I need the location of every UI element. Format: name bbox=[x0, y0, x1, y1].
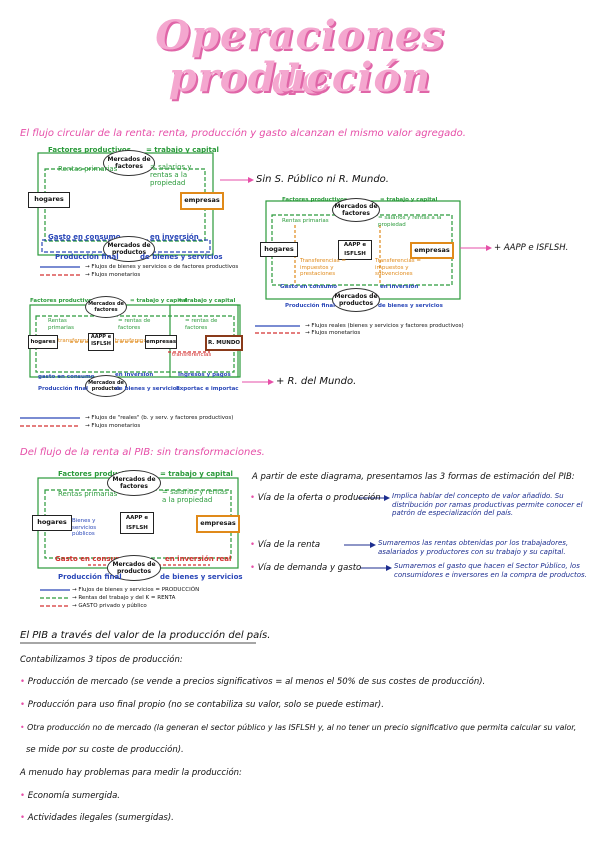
d4-hogares-box: hogares bbox=[32, 515, 72, 531]
d1-gasto-consumo: Gasto en consumo bbox=[48, 233, 121, 241]
d1-salarios: = salarios y rentas a la propiedad bbox=[150, 163, 192, 187]
estimation-item-2-desc: Sumaremos las rentas obtenidas por los t… bbox=[378, 539, 569, 556]
note-aapp-isflsh: + AAPP e ISFLSH. bbox=[494, 243, 569, 253]
d3-factores-label: Factores productivos bbox=[30, 298, 96, 304]
d3-en-inversion: en inversión bbox=[115, 372, 154, 378]
section3-line-6: A menudo hay problemas para medir la pro… bbox=[20, 768, 242, 778]
d1-trabajo-capital: = trabajo y capital bbox=[146, 146, 219, 154]
section3-line-2: • Producción de mercado (se vende a prec… bbox=[20, 677, 486, 687]
d4-gasto-consumo: Gasto en consumo y bbox=[55, 555, 135, 563]
d1-mercados-productos: Mercados de productos bbox=[103, 236, 155, 262]
section3-line-4: • Otra producción no de mercado (la gene… bbox=[20, 723, 577, 732]
d4-inversion-real: en inversión real bbox=[165, 555, 232, 563]
note-sin-sector-publico: Sin S. Público ni R. Mundo. bbox=[256, 174, 389, 185]
d3-transferencias: transferencias bbox=[58, 338, 98, 344]
d1-bienes-servicios: de bienes y servicios bbox=[140, 253, 223, 261]
d3-hogares-box: hogares bbox=[28, 335, 58, 349]
d2-legend2: → Flujos monetarios bbox=[305, 330, 361, 336]
d4-produccion-final: Producción final bbox=[58, 573, 122, 581]
estimation-item-2-label: • Vía de la renta bbox=[250, 540, 321, 550]
d1-mercados-factores: Mercados de factores bbox=[103, 150, 155, 176]
d3-trabajo-capital-2: = trabajo y capital bbox=[178, 298, 236, 304]
section3-line-5: se mide por su coste de producción). bbox=[26, 745, 184, 755]
d4-empresas-box: empresas bbox=[196, 515, 240, 533]
d2-factores-label: Factores productivos bbox=[282, 197, 348, 203]
section3-line-3: • Producción para uso final propio (no s… bbox=[20, 700, 384, 710]
section2-heading: Del flujo de la renta al PIB: sin transf… bbox=[20, 447, 265, 458]
section3-heading: El PIB a través del valor de la producci… bbox=[20, 630, 271, 641]
d2-rentas-primarias: Rentas primarias bbox=[282, 218, 329, 224]
d3-bienes-servicios: de bienes y servicios bbox=[115, 386, 180, 392]
page-title-line1: Operaciones de bbox=[155, 12, 445, 103]
page-title-line2: producción bbox=[168, 54, 432, 101]
d4-factores-label: Factores productivos bbox=[58, 470, 141, 478]
d1-factores-label: Factores productivos bbox=[48, 146, 131, 154]
section3-line-8: • Actividades ilegales (sumergidas). bbox=[20, 813, 174, 823]
d3-legend2: → Flujos monetarios bbox=[85, 423, 141, 429]
d3-trabajo-capital: = trabajo y capital bbox=[130, 298, 188, 304]
d4-bienes-servicios: de bienes y servicios bbox=[160, 573, 243, 581]
d4-bienes-publicos: Bienes y servicios públicos bbox=[72, 518, 97, 537]
d3-aapp-box: AAPP e ISFLSH bbox=[88, 333, 114, 351]
estimation-item-1-label: • Vía de la oferta o producción bbox=[250, 493, 381, 503]
d4-salarios: = salarios y rentas a la propiedad bbox=[162, 488, 228, 504]
d4-legend1: → Flujos de bienes y servicios = PRODUCC… bbox=[72, 587, 200, 593]
d3-rentas-factores: = rentas de factores bbox=[118, 318, 151, 331]
d3-transferencias-3: transferencias bbox=[172, 352, 212, 358]
d2-mercados-productos: Mercados de productos bbox=[332, 288, 380, 312]
d4-aapp-box: AAPP e ISFLSH bbox=[120, 512, 154, 534]
d1-en-inversion: en inversión bbox=[150, 233, 199, 241]
d1-legend2: → Flujos monetarios bbox=[85, 272, 141, 278]
d2-salarios: = salarios y rentas a la propiedad bbox=[378, 215, 442, 228]
d3-legend1: → Flujos de "reales" (b. y serv. y facto… bbox=[85, 415, 234, 421]
d3-mercados-factores: Mercados de factores bbox=[85, 296, 127, 318]
section3-line-1: Contabilizamos 3 tipos de producción: bbox=[20, 655, 183, 665]
d2-en-inversion: en inversión bbox=[380, 284, 419, 290]
d2-transferencias1: Transferencias = impuestos y prestacione… bbox=[300, 258, 347, 277]
d2-empresas-box: empresas bbox=[410, 242, 454, 259]
d4-trabajo-capital: = trabajo y capital bbox=[160, 470, 233, 478]
d3-rentas-primarias: Rentas primarias bbox=[48, 318, 75, 331]
d4-legend3: → GASTO privado y público bbox=[72, 603, 147, 609]
d1-empresas-box: empresas bbox=[180, 192, 224, 210]
d2-aapp-box: AAPP e ISFLSH bbox=[338, 240, 372, 260]
d2-transferencias2: Transferencias = impuestos y subvencione… bbox=[375, 258, 422, 277]
d2-bienes-servicios: de bienes y servicios bbox=[378, 303, 443, 309]
d1-rentas-primarias: Rentas primarias bbox=[58, 165, 118, 173]
d2-trabajo-capital: = trabajo y capital bbox=[380, 197, 438, 203]
d3-export: Exportac e importac bbox=[176, 386, 239, 392]
estimation-item-3-label: • Vía de demanda y gasto bbox=[250, 563, 362, 573]
d3-produccion-final: Producción final bbox=[38, 386, 88, 392]
d3-rmundo-box: R. MUNDO bbox=[205, 335, 243, 351]
d2-mercados-factores: Mercados de factores bbox=[332, 198, 380, 222]
d3-mercados-productos: Mercados de productos bbox=[85, 375, 127, 397]
d1-produccion-final: Producción final bbox=[55, 253, 119, 261]
d1-legend1: → Flujos de bienes y servicios o de fact… bbox=[85, 264, 239, 270]
d2-gasto-consumo: Gasto en consumo bbox=[280, 284, 338, 290]
d3-empresas-box: empresas bbox=[145, 335, 177, 349]
d4-rentas-primarias: Rentas primarias bbox=[58, 490, 118, 498]
d4-mercados-factores: Mercados de factores bbox=[107, 470, 161, 496]
d4-mercados-productos: Mercados de productos bbox=[107, 555, 161, 581]
d3-rentas-factores-2: = rentas de factores bbox=[185, 318, 218, 331]
section3-line-7: • Economía sumergida. bbox=[20, 791, 120, 801]
d2-produccion-final: Producción final bbox=[285, 303, 335, 309]
estimation-item-1-desc: Implica hablar del concepto de valor aña… bbox=[392, 492, 583, 517]
d1-hogares-box: hogares bbox=[28, 192, 70, 208]
d2-hogares-box: hogares bbox=[260, 242, 298, 257]
section1-heading: El flujo circular de la renta: renta, pr… bbox=[20, 128, 466, 139]
section2-intro: A partir de este diagrama, presentamos l… bbox=[252, 472, 575, 482]
d4-legend2: → Rentas del trabajo y del K = RENTA bbox=[72, 595, 176, 601]
d3-gasto-consumo: gasto en consumo bbox=[38, 374, 95, 380]
d3-transferencias-2: transferencias bbox=[115, 338, 155, 344]
estimation-item-3-desc: Sumaremos el gasto que hacen el Sector P… bbox=[394, 562, 587, 579]
d3-ingresos-pagos: Ingresos y pagos bbox=[178, 372, 231, 378]
note-resto-mundo: + R. del Mundo. bbox=[276, 376, 357, 387]
d2-legend1: → Flujos reales (bienes y servicios y fa… bbox=[305, 323, 464, 329]
